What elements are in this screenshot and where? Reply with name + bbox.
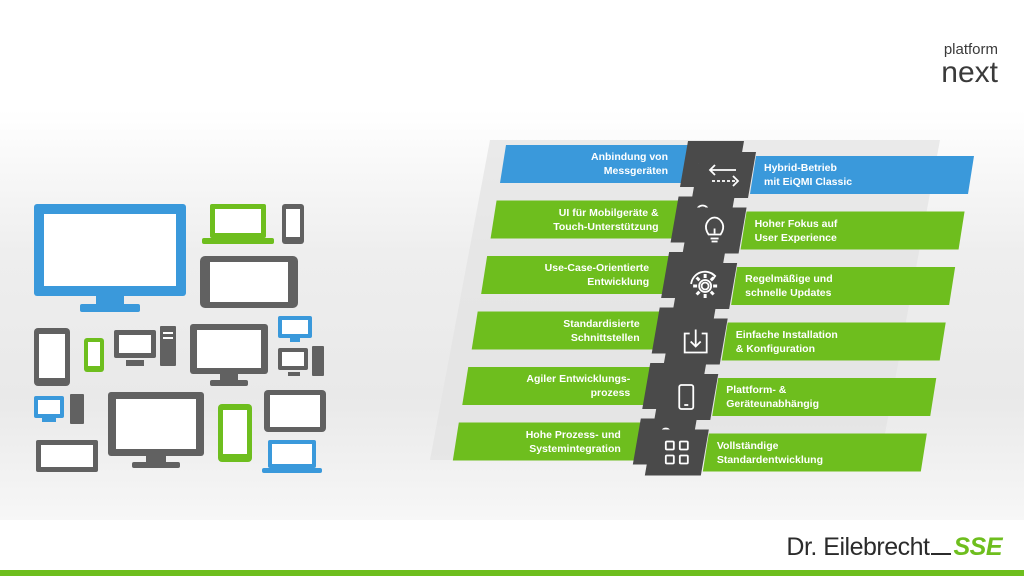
- feature-label-right: Hybrid-Betrieb mit EiQMI Classic: [764, 161, 964, 189]
- feature-diagram: [430, 140, 974, 476]
- platform-next-brand: platform next: [941, 42, 998, 88]
- feature-line2: User Experience: [754, 231, 837, 244]
- feature-line1: Vollständige: [716, 439, 779, 452]
- feature-line2: mit EiQMI Classic: [764, 176, 853, 188]
- blue-laptop-icon: [262, 440, 322, 473]
- monitor-icon: [190, 324, 268, 386]
- feature-bar-right: [721, 322, 946, 361]
- feature-line1: Hohe Prozess- und: [525, 428, 621, 441]
- feature-line1: Use-Case-Orientierte: [544, 262, 650, 274]
- arrows-icon: [708, 164, 740, 187]
- green-laptop-icon: [202, 204, 274, 244]
- blue-desktop-icon: [34, 394, 84, 424]
- feature-bar-right: [731, 267, 956, 305]
- laptop-icon: [36, 440, 98, 472]
- download-icon: [683, 329, 708, 354]
- feature-bar-right: [740, 211, 965, 250]
- desktop-pc-right-icon: [278, 346, 324, 376]
- feature-bar-left: [471, 311, 668, 350]
- feature-line2: Schnittstellen: [570, 331, 640, 344]
- company-logo: Dr. Eilebrecht SSE: [786, 533, 1002, 562]
- feature-line1: Agiler Entwicklungs-: [526, 373, 631, 385]
- feature-line1: Anbindung von: [591, 151, 668, 163]
- feature-bar-left: [462, 367, 659, 405]
- feature-line2: & Konfiguration: [735, 342, 816, 355]
- feature-line1: Hoher Fokus auf: [754, 217, 838, 230]
- feature-label-right: Regelmäßige und schnelle Updates: [745, 272, 945, 300]
- feature-icon-tile: [644, 429, 709, 476]
- tablet-icon: [678, 384, 695, 410]
- update-gear-icon: [690, 270, 718, 298]
- green-phone-icon: [84, 338, 104, 372]
- feature-icon-tile: [654, 374, 719, 420]
- feature-line1: Plattform- &: [726, 384, 787, 396]
- feature-line1: Einfache Installation: [735, 328, 838, 341]
- feature-bar-left: [500, 145, 696, 183]
- tablet-landscape-icon: [200, 256, 298, 308]
- feature-bar-left: [481, 256, 678, 294]
- tablet-portrait-icon: [34, 328, 70, 386]
- feature-bar-right: [702, 433, 927, 472]
- feature-line2: prozess: [590, 387, 631, 399]
- feature-line1: Hybrid-Betrieb: [764, 162, 837, 174]
- feature-label-left: Agiler Entwicklungs-prozess: [430, 372, 630, 400]
- feature-bar-left: [452, 422, 649, 461]
- feature-line2: Standardentwicklung: [716, 453, 823, 466]
- brand-line1: platform: [943, 41, 998, 58]
- feature-bar-right: [712, 378, 937, 416]
- feature-bar-left: [490, 200, 687, 239]
- blue-small-monitor-icon: [278, 316, 312, 342]
- feature-label-right: Einfache Installation& Konfiguration: [736, 328, 936, 356]
- phone-icon: [282, 204, 304, 244]
- feature-line2: schnelle Updates: [745, 287, 832, 299]
- grey-tablet-icon: [264, 390, 326, 432]
- feature-line1: Regelmäßige und: [745, 273, 833, 285]
- logo-suffix: SSE: [953, 533, 1002, 561]
- device-cluster: [34, 204, 326, 473]
- bottom-accent-bar: [0, 570, 1024, 576]
- feature-line2: Systemintegration: [529, 442, 621, 455]
- feature-line2: Messgeräten: [603, 165, 668, 177]
- logo-name: Dr. Eilebrecht: [786, 533, 930, 561]
- large-monitor-icon: [108, 392, 204, 468]
- brand-line2: next: [941, 56, 998, 89]
- feature-label-right: Plattform- & Geräteunabhängig: [726, 383, 926, 411]
- feature-line1: Standardisierte: [563, 317, 640, 330]
- feature-line2: Geräteunabhängig: [726, 398, 820, 410]
- blue-monitor-icon: [34, 204, 186, 312]
- feature-icon-tile: [673, 263, 738, 309]
- green-tablet-icon: [218, 404, 252, 462]
- feature-line1: UI für Mobilgeräte &: [558, 206, 659, 219]
- desktop-pc-icon: [114, 326, 176, 366]
- feature-label-left: UI für Mobilgeräte &Touch-Unterstützung: [459, 206, 659, 234]
- feature-line2: Touch-Unterstützung: [553, 220, 659, 233]
- lightbulb-icon: [705, 216, 725, 243]
- feature-bar-right: [750, 156, 974, 194]
- feature-line2: Entwicklung: [587, 276, 650, 288]
- grid-icon: [664, 440, 689, 465]
- feature-icon-tile: [692, 152, 756, 198]
